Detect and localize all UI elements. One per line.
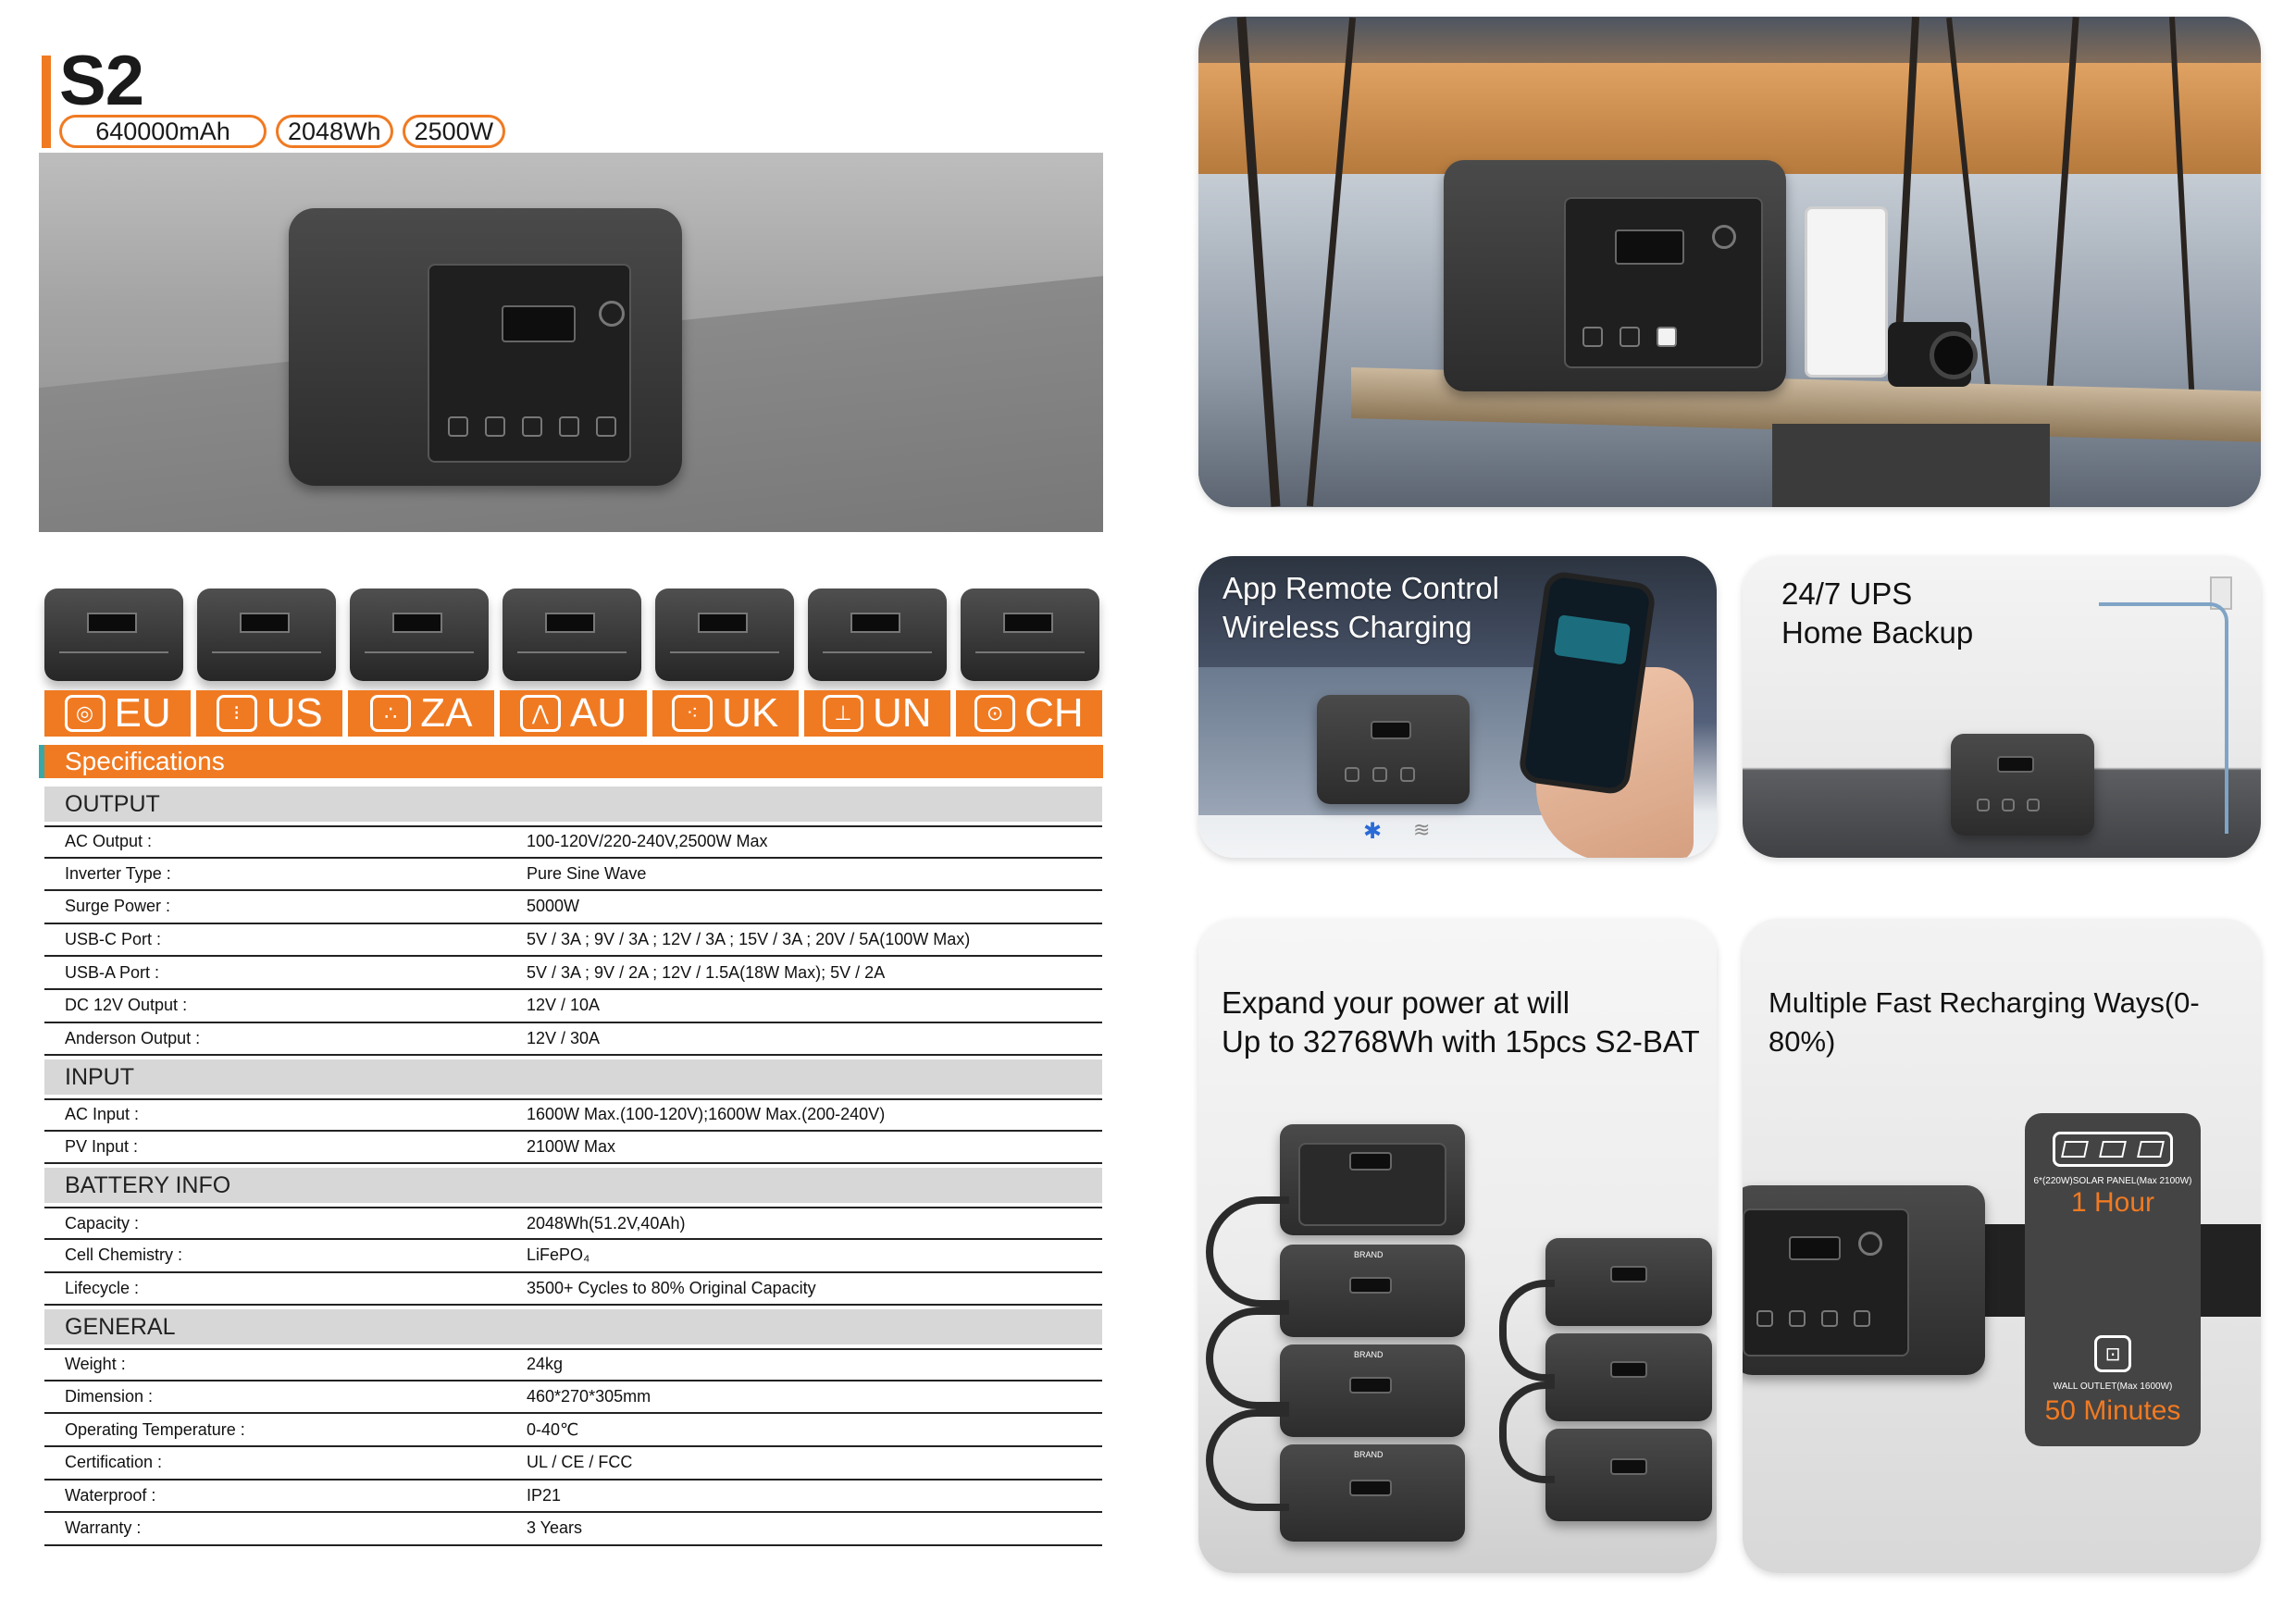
expansion-cable (1206, 1307, 1289, 1409)
solar-charge-time: 1 Hour (2070, 1187, 2155, 1218)
table-row: Capacity :2048Wh(51.2V,40Ah) (44, 1207, 1102, 1240)
app-power-station (1317, 695, 1470, 804)
table-row: Anderson Output :12V / 30A (44, 1023, 1102, 1057)
hero-product-image (39, 153, 1103, 532)
variant-au-unit (503, 588, 641, 681)
camera-lens (1930, 331, 1978, 379)
wall-charge-time: 50 Minutes (2044, 1395, 2181, 1426)
wifi-icon: ≋ (1413, 818, 1431, 841)
variant-un-unit (808, 588, 947, 681)
expansion-battery (1545, 1429, 1712, 1521)
app-card-title: App Remote Control Wireless Charging (1222, 571, 1499, 644)
table-row: PV Input :2100W Max (44, 1132, 1102, 1165)
expansion-battery: BRAND (1280, 1344, 1465, 1437)
spec-section-output: OUTPUT (44, 787, 1102, 822)
plug-ch: ⊙CH (955, 690, 1102, 737)
card-expand-power: Expand your power at will Up to 32768Wh … (1198, 919, 1717, 1573)
title-accent-bar (42, 56, 51, 148)
charge-times-panel: 6*(220W)SOLAR PANEL(Max 2100W) 1 Hour ⊡ … (2025, 1113, 2201, 1446)
plug-un: ⊥UN (803, 690, 950, 737)
badge-capacity-mah: 640000mAh (59, 115, 267, 148)
table-row: AC Input :1600W Max.(100-120V);1600W Max… (44, 1098, 1102, 1132)
ups-card-title: 24/7 UPS Home Backup (1781, 576, 1974, 650)
expand-card-title: Expand your power at will Up to 32768Wh … (1222, 985, 1700, 1059)
badge-energy-wh: 2048Wh (276, 115, 393, 148)
plug-uk: ⁖UK (652, 690, 799, 737)
solar-caption: 6*(220W)SOLAR PANEL(Max 2100W) (2033, 1176, 2192, 1186)
expansion-cable (1206, 1409, 1289, 1511)
wall-socket-icon: ⊡ (2094, 1335, 2131, 1372)
outdoor-lake-photo (1198, 17, 2261, 507)
table-row: Weight :24kg (44, 1348, 1102, 1381)
uk-plug-icon: ⁖ (672, 695, 714, 732)
spec-table: OUTPUT AC Output :100-120V/220-240V,2500… (44, 787, 1102, 1546)
capacity-badges: 640000mAh 2048Wh 2500W (59, 115, 506, 148)
tablet-device (1805, 206, 1888, 378)
table-row: USB-A Port :5V / 3A ; 9V / 2A ; 12V / 1.… (44, 957, 1102, 990)
spec-section-battery: BATTERY INFO (44, 1168, 1102, 1204)
table-leg (1772, 424, 2050, 507)
variant-za-unit (350, 588, 489, 681)
table-row: Cell Chemistry :LiFePO₄ (44, 1240, 1102, 1273)
table-row: Certification :UL / CE / FCC (44, 1447, 1102, 1481)
bluetooth-icon: ✱ (1363, 819, 1383, 844)
outdoor-power-station (1444, 160, 1786, 391)
us-plug-icon: ⁝ (216, 695, 257, 732)
table-row: Warranty :3 Years (44, 1513, 1102, 1546)
expansion-cable (1206, 1196, 1289, 1307)
plug-eu: ◎EU (44, 690, 192, 737)
plug-type-bar: ◎EU ⁝US ∴ZA ⋀AU ⁖UK ⊥UN ⊙CH (44, 690, 1102, 737)
un-plug-icon: ⊥ (822, 695, 863, 732)
au-plug-icon: ⋀ (519, 695, 561, 732)
table-row: USB-C Port :5V / 3A ; 9V / 3A ; 12V / 3A… (44, 924, 1102, 958)
table-row: Operating Temperature :0-40℃ (44, 1414, 1102, 1447)
expansion-cable (1499, 1280, 1555, 1381)
table-row: Dimension :460*270*305mm (44, 1381, 1102, 1415)
recharge-card-title: Multiple Fast Recharging Ways(0-80%) (1769, 986, 2200, 1058)
card-fast-recharging: Multiple Fast Recharging Ways(0-80%) 6*(… (1743, 919, 2261, 1573)
specifications-heading: Specifications (39, 745, 1103, 778)
table-row: Lifecycle :3500+ Cycles to 80% Original … (44, 1273, 1102, 1307)
expansion-cable (1499, 1381, 1555, 1483)
eu-plug-icon: ◎ (64, 695, 105, 732)
variant-eu-unit (44, 588, 183, 681)
power-cord (2099, 602, 2228, 834)
expansion-battery: BRAND (1280, 1245, 1465, 1337)
expansion-battery: BRAND (1280, 1444, 1465, 1542)
expand-main-station (1280, 1124, 1465, 1235)
model-name: S2 (59, 42, 144, 120)
ch-plug-icon: ⊙ (974, 695, 1016, 732)
wall-caption: WALL OUTLET(Max 1600W) (2053, 1381, 2173, 1392)
ups-power-station (1951, 734, 2094, 836)
card-ups-backup: 24/7 UPS Home Backup (1743, 556, 2261, 858)
table-row: AC Output :100-120V/220-240V,2500W Max (44, 825, 1102, 859)
card-app-remote-control: App Remote Control Wireless Charging ✱ ≋ (1198, 556, 1717, 858)
za-plug-icon: ∴ (370, 695, 412, 732)
expansion-battery (1545, 1333, 1712, 1421)
spec-section-general: GENERAL (44, 1309, 1102, 1345)
variant-ch-unit (961, 588, 1099, 681)
plug-za: ∴ZA (348, 690, 495, 737)
hero-power-station (289, 208, 682, 486)
plug-au: ⋀AU (500, 690, 647, 737)
spec-section-input: INPUT (44, 1059, 1102, 1096)
variant-us-unit (197, 588, 336, 681)
plug-us: ⁝US (196, 690, 343, 737)
regional-variants (44, 588, 1099, 681)
table-row: Surge Power :5000W (44, 891, 1102, 924)
table-row: Waterproof :IP21 (44, 1481, 1102, 1514)
expansion-battery (1545, 1238, 1712, 1326)
table-row: Inverter Type :Pure Sine Wave (44, 859, 1102, 892)
table-row: DC 12V Output :12V / 10A (44, 990, 1102, 1023)
autumn-hill (1198, 63, 2261, 174)
badge-power-w: 2500W (402, 115, 506, 148)
recharge-power-station (1743, 1185, 1985, 1375)
variant-uk-unit (655, 588, 794, 681)
solar-panel-icon (2053, 1132, 2173, 1167)
